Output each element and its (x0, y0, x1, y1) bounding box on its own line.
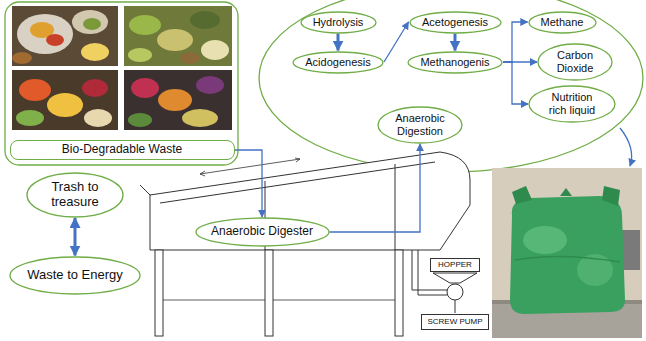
ellipse-shape (538, 44, 612, 80)
node-label: Bio-Degradable Waste (62, 143, 182, 157)
node-label: Anaerobic Digester (211, 225, 313, 239)
output-arrow (620, 128, 632, 166)
product-ellipse: Methane (528, 11, 597, 34)
waste-photos (12, 6, 232, 130)
node-label: Acidogenesis (305, 56, 370, 69)
flow-arrow (330, 144, 421, 232)
ellipse-shape (196, 218, 329, 246)
product-ellipse: Nutrition rich liquid (528, 85, 616, 123)
digester-drawing (140, 152, 477, 336)
flow-arrow (235, 150, 263, 217)
ellipse-shape (293, 52, 383, 73)
node-label: Nutrition rich liquid (542, 91, 602, 116)
ellipse-shape (27, 173, 123, 217)
process-ellipse: Hydrolysis (300, 11, 377, 34)
flow-arrow (74, 218, 77, 256)
process-ellipse: Anaerobic Digestion (377, 106, 463, 144)
ellipse-shape (529, 12, 596, 33)
biogas-bag-photo (492, 168, 642, 338)
waste-frame (5, 2, 238, 165)
digester-ellipse: Anaerobic Digester (195, 217, 330, 247)
node-label: Acetogenesis (422, 16, 488, 29)
node-label: Hydrolysis (313, 16, 364, 29)
ellipse-shape (408, 52, 502, 73)
process-region (259, 0, 643, 172)
flow-arrow (503, 22, 528, 62)
waste-label-band: Bio-Degradable Waste (10, 140, 235, 160)
ellipse-shape (10, 257, 140, 294)
flow-arrow (503, 62, 528, 104)
node-label: Carbon Dioxide (551, 49, 599, 74)
node-label: SCREW PUMP (427, 317, 482, 326)
node-label: Waste to Energy (27, 268, 123, 283)
ellipse-shape (378, 107, 462, 143)
ellipse-shape (301, 12, 376, 33)
concept-ellipse: Trash to treasure (26, 172, 124, 218)
node-label: Methanogenis (420, 56, 489, 69)
process-ellipse: Acidogenesis (292, 51, 384, 74)
concept-ellipse: Waste to Energy (9, 256, 141, 295)
node-label: Methane (541, 16, 584, 29)
node-label: Anaerobic Digestion (391, 112, 449, 137)
hopper-box: HOPPER (430, 258, 480, 272)
flow-arrow (384, 22, 409, 62)
ellipse-shape (410, 12, 501, 33)
ellipse-shape (529, 86, 615, 122)
process-ellipse: Acetogenesis (409, 11, 502, 34)
node-label: HOPPER (438, 260, 472, 269)
node-label: Trash to treasure (44, 180, 106, 210)
process-ellipse: Methanogenis (407, 51, 503, 74)
product-ellipse: Carbon Dioxide (537, 43, 613, 81)
flow-arrow (454, 34, 457, 51)
flow-arrow (337, 34, 340, 51)
pump-box: SCREW PUMP (421, 314, 489, 330)
